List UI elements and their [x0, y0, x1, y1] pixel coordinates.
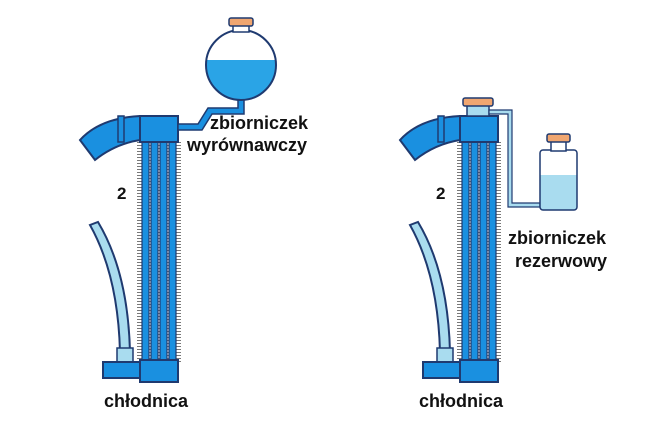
left-tank-label-line2: wyrównawczy [186, 135, 307, 155]
right-diagram: zbiorniczek rezerwowy 2 chłodnica [398, 97, 607, 411]
left-lower-hose [88, 220, 132, 353]
right-hose-clamp [436, 347, 454, 363]
reserve-tank [539, 133, 578, 211]
expansion-tank-cap [228, 17, 254, 27]
left-diagram: zbiorniczek wyrównawczy 2 chłodnica [78, 17, 309, 411]
left-upper-inlet-pipe [78, 114, 141, 162]
right-radiator-label: chłodnica [419, 391, 504, 411]
right-hose-number: 2 [436, 184, 445, 203]
left-radiator-label: chłodnica [104, 391, 189, 411]
right-tank-label-line1: zbiorniczek [508, 228, 607, 248]
right-radiator-top-tank [459, 115, 499, 143]
right-upper-inlet-pipe [398, 114, 461, 162]
reserve-tank-cap [546, 133, 571, 143]
left-radiator-bottom-tank [102, 359, 179, 383]
left-hose-number: 2 [117, 184, 126, 203]
left-tank-label-line1: zbiorniczek [210, 113, 309, 133]
expansion-tank [205, 17, 277, 101]
right-tank-label-line2: rezerwowy [515, 251, 607, 271]
left-radiator-top-tank [139, 115, 179, 143]
left-hose-clamp [116, 347, 134, 363]
right-lower-hose [408, 220, 452, 353]
right-radiator-bottom-tank [422, 359, 499, 383]
radiator-cap [462, 97, 494, 107]
